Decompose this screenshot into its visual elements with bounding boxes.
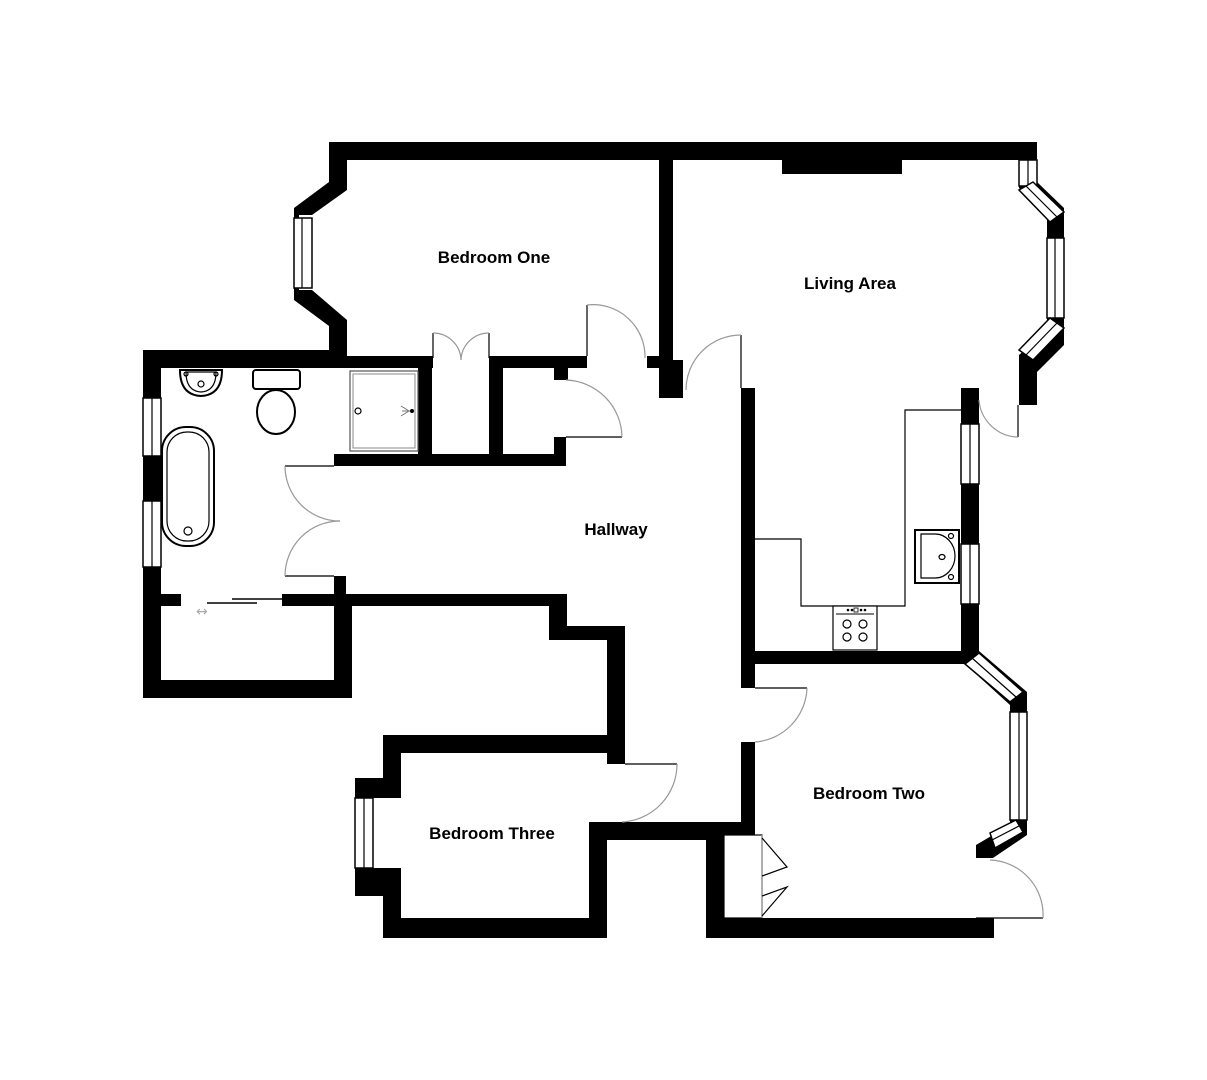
room-label-bedroom-three: Bedroom Three xyxy=(429,824,555,843)
room-label-hallway: Hallway xyxy=(584,520,648,539)
svg-text:↔: ↔ xyxy=(196,604,208,620)
washbasin-icon xyxy=(178,369,224,398)
kitchen-sink-icon xyxy=(914,529,960,584)
cooker-hob-icon xyxy=(832,605,878,651)
doors: ↔ xyxy=(196,304,1044,919)
room-label-living-area: Living Area xyxy=(804,274,896,293)
shower-tray-icon xyxy=(349,370,419,452)
walls xyxy=(143,142,1064,938)
windows xyxy=(142,159,1066,869)
room-labels: Bedroom One Living Area Hallway Bedroom … xyxy=(429,248,925,843)
room-label-bedroom-two: Bedroom Two xyxy=(813,784,925,803)
room-label-bedroom-one: Bedroom One xyxy=(438,248,550,267)
fixtures xyxy=(161,369,961,651)
toilet-icon xyxy=(252,369,301,435)
bathtub-icon xyxy=(161,426,215,547)
